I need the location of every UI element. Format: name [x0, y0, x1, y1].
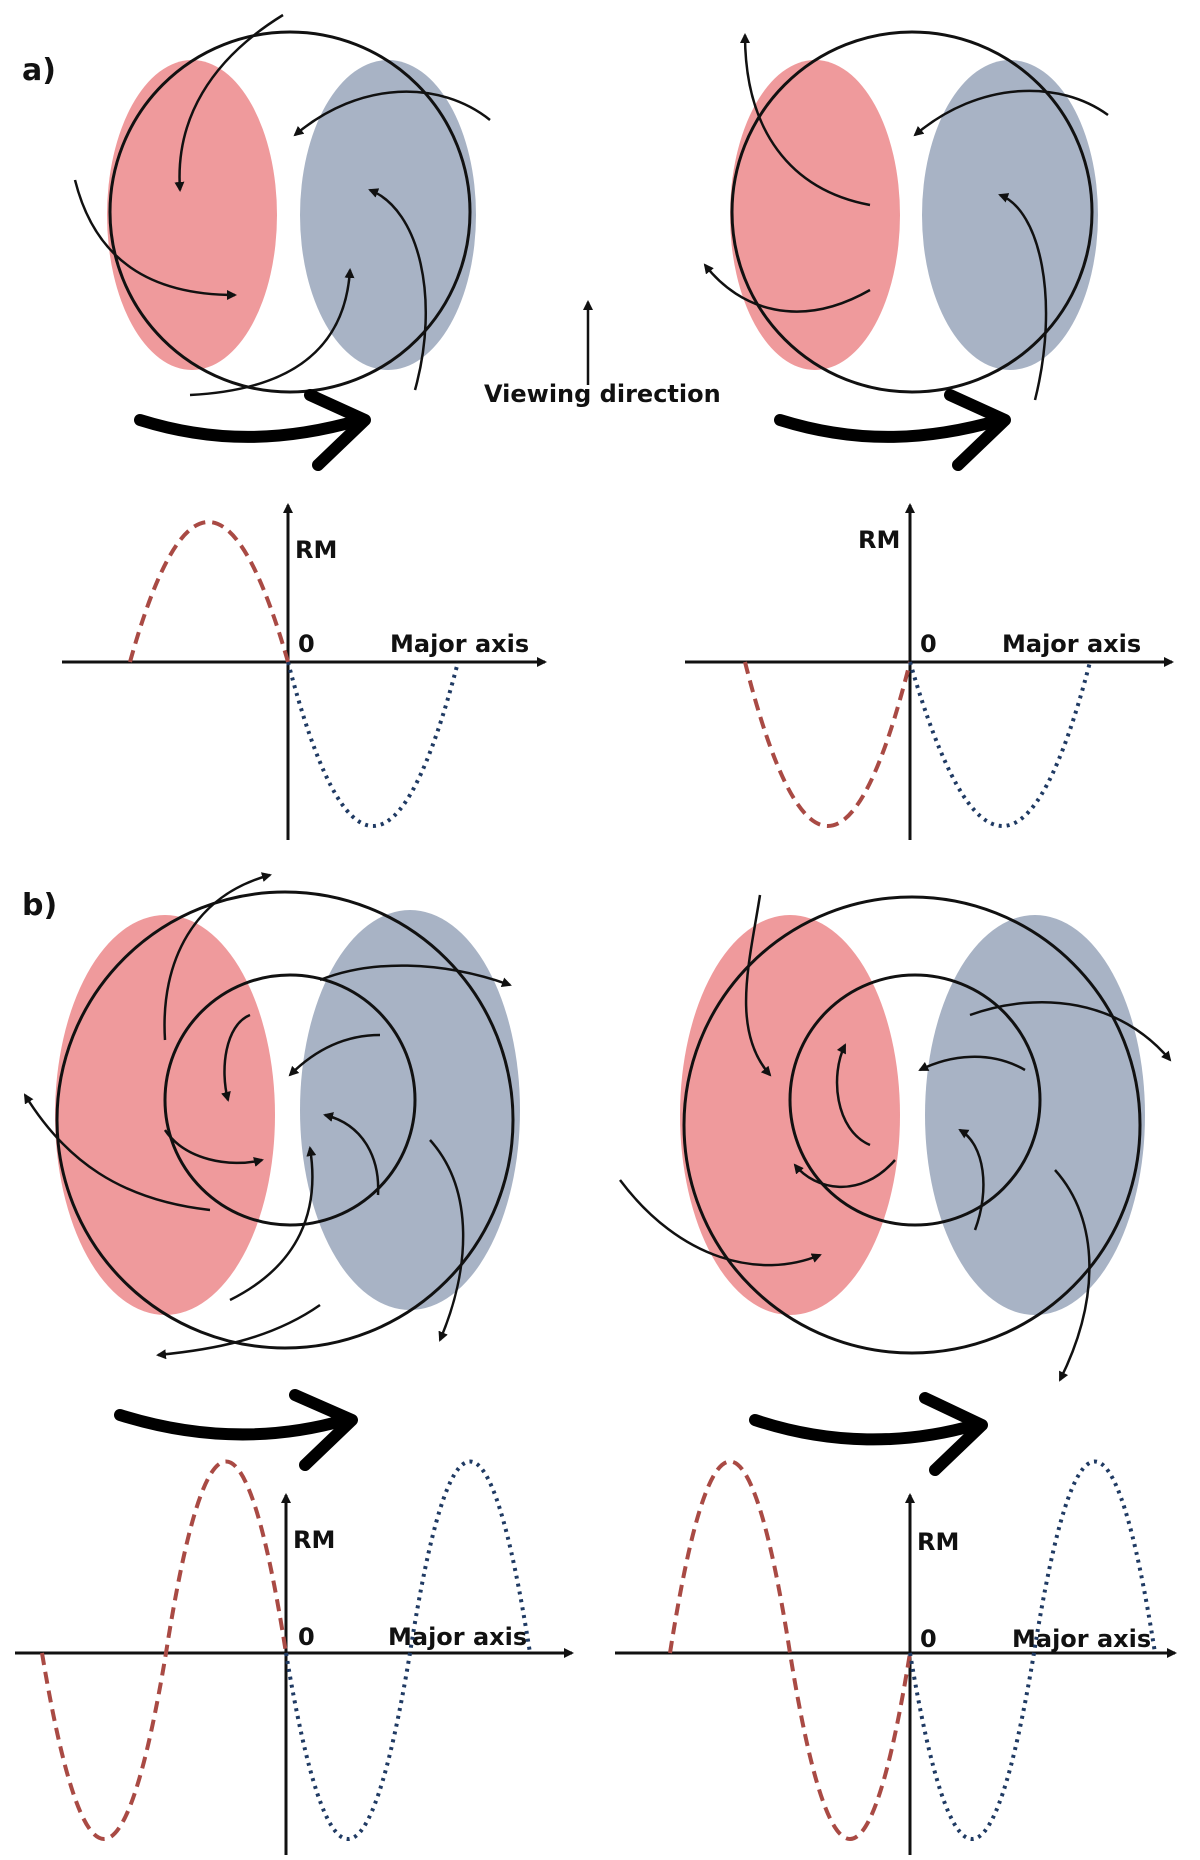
- panel-a-left-diagram: [73, 13, 491, 471]
- major-axis-label: Major axis: [1012, 1625, 1151, 1653]
- field-arrow: [793, 1159, 896, 1189]
- major-axis-label: Major axis: [388, 1623, 527, 1651]
- outer-field-loop: [682, 895, 1142, 1355]
- viewing-direction: Viewing direction: [484, 300, 721, 408]
- rm-label: RM: [917, 1528, 959, 1556]
- rotation-arrow-head: [289, 1389, 358, 1471]
- rotation-arrow: [749, 1414, 981, 1446]
- panel-a-left-rm-plot: RM 0 Major axis: [62, 503, 547, 840]
- major-axis-label: Major axis: [390, 630, 529, 658]
- blue-rm-curve: [908, 1459, 1157, 1841]
- major-axis-label: Major axis: [1002, 630, 1141, 658]
- blue-lobe: [300, 910, 520, 1310]
- viewing-direction-label: Viewing direction: [484, 380, 721, 408]
- inner-field-loop: [788, 973, 1042, 1227]
- blue-lobe: [922, 60, 1098, 370]
- panel-b-right-diagram: [619, 894, 1172, 1476]
- field-arrow: [163, 872, 272, 1041]
- red-rm-curve: [743, 661, 912, 828]
- field-arrow: [319, 964, 512, 988]
- field-arrow: [918, 1055, 1026, 1072]
- field-arrow: [1054, 1169, 1091, 1382]
- zero-label: 0: [920, 630, 937, 658]
- field-arrow: [23, 1093, 211, 1212]
- field-arrow: [221, 1013, 251, 1102]
- zero-label: 0: [298, 1623, 315, 1651]
- red-lobe: [107, 60, 277, 370]
- rm-label: RM: [293, 1526, 335, 1554]
- panel-b-label: b): [22, 888, 57, 923]
- field-arrow: [229, 1146, 317, 1302]
- field-loop: [730, 30, 1094, 394]
- field-arrow: [156, 1303, 321, 1360]
- rotation-arrow: [114, 1409, 351, 1441]
- panel-a-right-diagram: [703, 30, 1109, 471]
- zero-label: 0: [920, 1625, 937, 1653]
- rotation-arrow-head: [944, 389, 1011, 471]
- field-arrow: [740, 33, 871, 207]
- field-arrow: [174, 13, 284, 192]
- rotation-arrow: [774, 414, 1006, 443]
- rm-label: RM: [295, 536, 337, 564]
- field-arrow: [703, 263, 871, 313]
- field-loop: [108, 30, 472, 394]
- red-rm-curve: [128, 520, 290, 663]
- panel-b-right-rm-plot: RM 0 Major axis: [615, 1459, 1177, 1855]
- blue-rm-curve: [908, 661, 1092, 828]
- zero-label: 0: [298, 630, 315, 658]
- panel-a-right-rm-plot: RM 0 Major axis: [685, 503, 1174, 840]
- panel-a-label: a): [22, 53, 56, 88]
- red-rm-curve: [40, 1459, 288, 1841]
- field-arrow: [163, 1129, 264, 1167]
- red-lobe: [730, 60, 900, 370]
- field-arrow: [835, 1043, 871, 1147]
- field-arrow: [969, 1001, 1172, 1062]
- field-arrow: [293, 90, 491, 137]
- field-arrow: [288, 1033, 381, 1077]
- field-arrow: [368, 188, 427, 391]
- panel-b-left-diagram: [23, 872, 520, 1471]
- rotation-arrow-head: [304, 389, 371, 471]
- field-arrow: [998, 193, 1048, 401]
- field-arrow: [189, 268, 355, 397]
- field-arrow: [429, 1139, 465, 1342]
- blue-lobe: [925, 915, 1145, 1315]
- red-rm-curve: [668, 1459, 912, 1841]
- field-arrow: [323, 1112, 380, 1196]
- field-arrow: [744, 894, 772, 1077]
- field-arrow: [913, 89, 1109, 137]
- field-arrow: [619, 1179, 822, 1267]
- outer-field-loop: [55, 890, 515, 1350]
- field-arrow: [958, 1128, 985, 1231]
- field-arrow: [73, 179, 237, 300]
- blue-lobe: [300, 60, 476, 370]
- rotation-arrow-head: [919, 1392, 988, 1476]
- inner-field-loop: [163, 973, 417, 1227]
- rotation-arrow: [134, 414, 366, 443]
- blue-rm-curve: [284, 1459, 532, 1841]
- rm-label: RM: [858, 526, 900, 554]
- panel-b-left-rm-plot: RM 0 Major axis: [15, 1459, 574, 1855]
- blue-rm-curve: [286, 661, 460, 828]
